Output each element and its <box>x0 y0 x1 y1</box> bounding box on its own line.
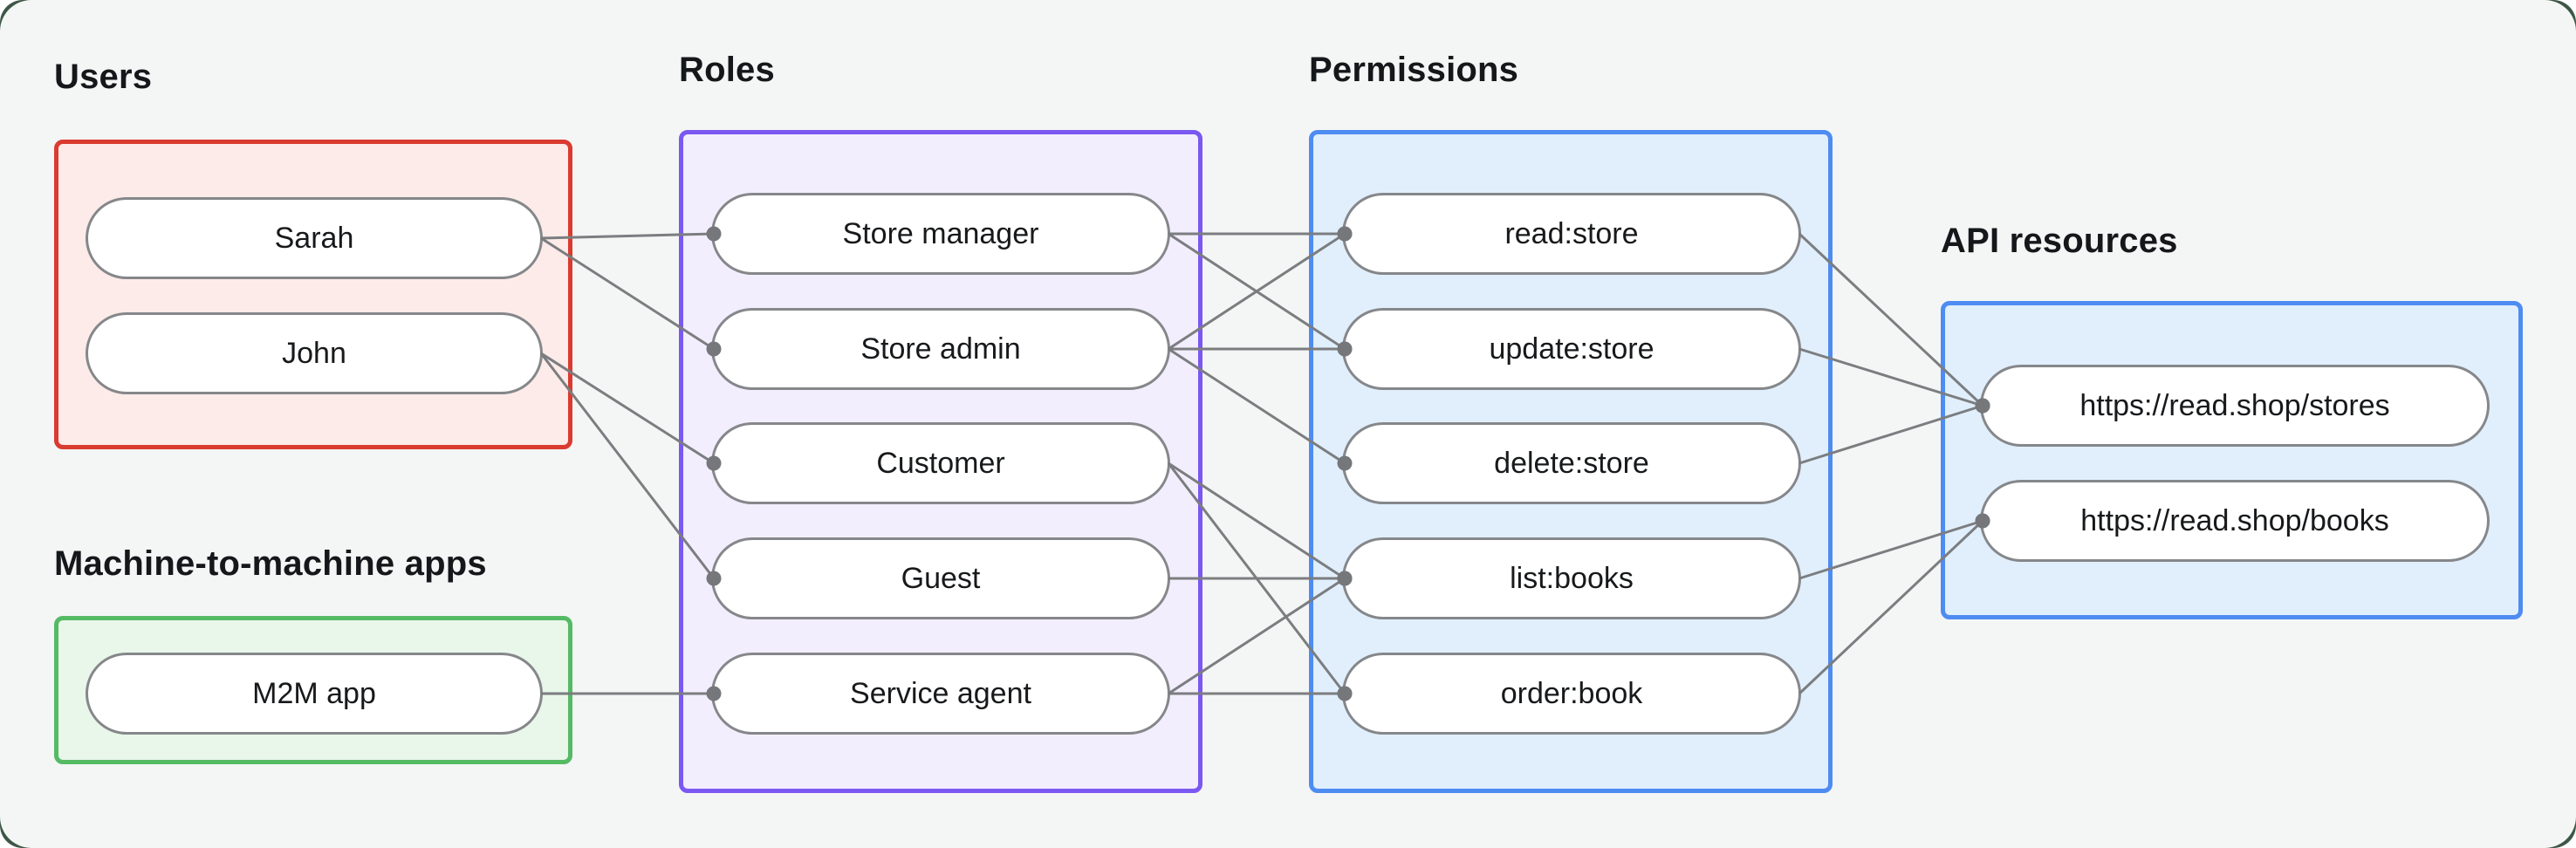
user-node-sarah: Sarah <box>86 197 543 279</box>
role-node-store-manager: Store manager <box>711 193 1170 275</box>
role-node-customer: Customer <box>711 422 1170 504</box>
permission-node-delete-store: delete:store <box>1342 422 1801 504</box>
user-node-john: John <box>86 312 543 394</box>
role-node-store-admin: Store admin <box>711 308 1170 390</box>
m2m-section-label: Machine-to-machine apps <box>54 544 487 583</box>
users-section-label: Users <box>54 58 153 96</box>
permissions-section-label: Permissions <box>1309 51 1519 89</box>
permission-node-update-store: update:store <box>1342 308 1801 390</box>
api-resources-group-box: https://read.shop/stores https://read.sh… <box>1941 301 2523 619</box>
users-group-box: Sarah John <box>54 140 572 449</box>
roles-section-label: Roles <box>679 51 775 89</box>
permission-node-list-books: list:books <box>1342 537 1801 619</box>
api-node-stores: https://read.shop/stores <box>1980 365 2490 447</box>
permission-node-order-book: order:book <box>1342 653 1801 735</box>
role-node-service-agent: Service agent <box>711 653 1170 735</box>
m2m-node-app: M2M app <box>86 653 543 735</box>
api-node-books: https://read.shop/books <box>1980 480 2490 562</box>
role-node-guest: Guest <box>711 537 1170 619</box>
api-resources-section-label: API resources <box>1941 222 2178 260</box>
m2m-group-box: M2M app <box>54 616 572 764</box>
permission-node-read-store: read:store <box>1342 193 1801 275</box>
roles-group-box: Store manager Store admin Customer Guest… <box>679 130 1202 793</box>
permissions-group-box: read:store update:store delete:store lis… <box>1309 130 1833 793</box>
